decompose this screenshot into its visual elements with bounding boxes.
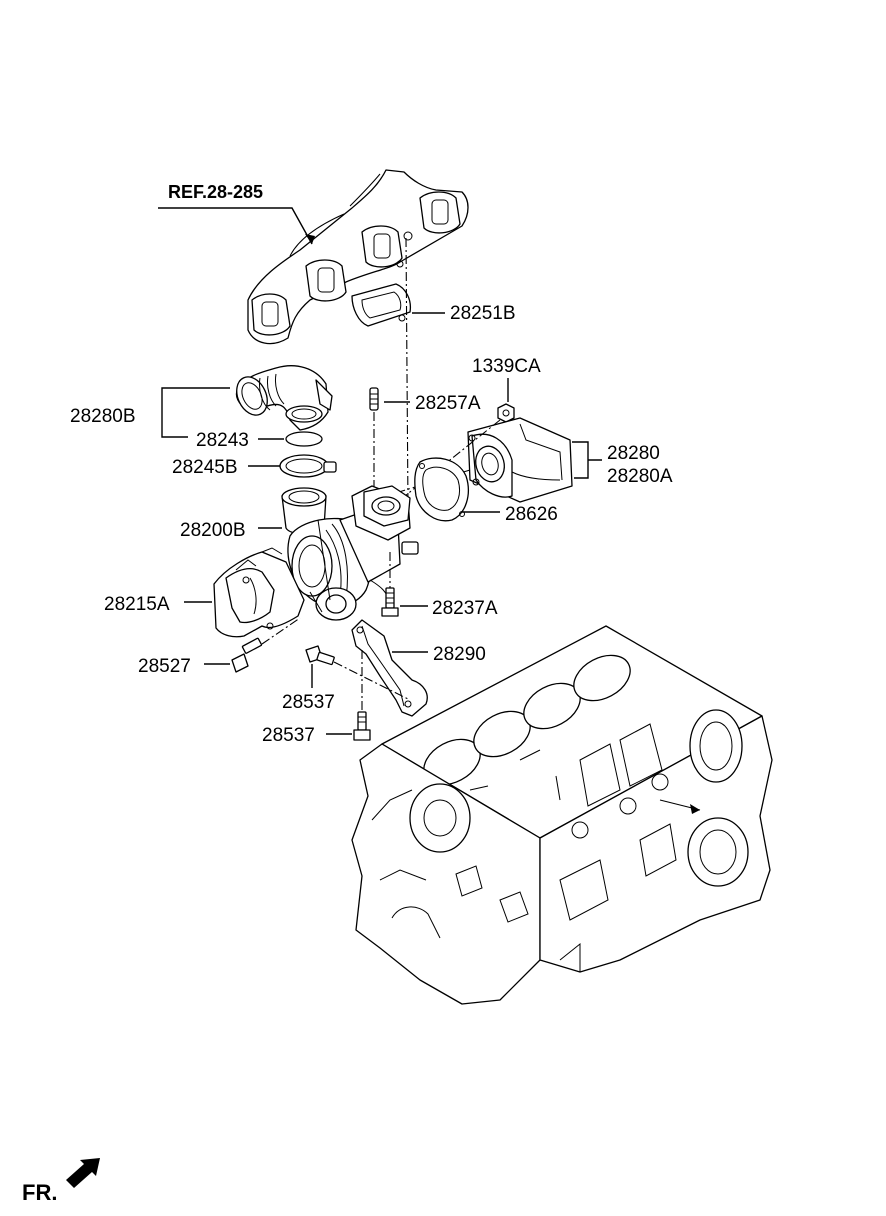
support-bracket-icon [351,619,428,717]
callout-28626: 28626 [505,504,558,525]
hose-clamp-icon [279,454,337,478]
callout-1339CA: 1339CA [472,356,541,377]
callout-28245B: 28245B [172,457,238,478]
turbo-gasket-icon [414,457,469,522]
direction-label: FR. [22,1180,57,1205]
callout-28237A: 28237A [432,598,498,619]
ref-arrowhead [305,234,315,244]
alignment-line-7 [333,661,411,701]
manifold-gasket-icon [351,283,412,327]
heat-shield-icon [213,547,305,638]
callout-28537-upper: 28537 [282,692,335,713]
engine-block-icon [351,625,773,1005]
callout-28537-lower: 28537 [262,725,315,746]
exhaust-manifold-icon [247,169,469,345]
callout-28280A: 28280A [607,466,673,487]
o-ring-icon [285,431,323,447]
ref-leader [158,207,313,245]
direction-arrow-icon [66,1158,100,1188]
callout-28527: 28527 [138,656,191,677]
callout-28280: 28280 [607,443,660,464]
callout-28200B: 28200B [180,520,246,541]
bolt-icon [305,645,335,666]
stud-icon [369,387,379,411]
callout-28251B: 28251B [450,303,516,324]
callout-28290: 28290 [433,644,486,665]
callout-28215A: 28215A [104,594,170,615]
exhaust-outlet-elbow-icon [467,417,573,503]
turbocharger-icon [281,485,419,621]
nut-icon [497,403,515,423]
intake-elbow-icon [235,365,333,431]
callout-28257A: 28257A [415,393,481,414]
bracket-28280 [572,441,602,479]
bolt-icon [231,637,263,673]
alignment-line-1 [405,237,409,509]
bolt-icon [381,587,399,617]
callout-28243: 28243 [196,430,249,451]
bracket-28280B [161,387,230,438]
alignment-line-6 [261,617,301,645]
ref-label: REF.28-285 [168,182,263,202]
callout-28280B: 28280B [70,406,136,427]
bolt-icon [353,711,371,741]
